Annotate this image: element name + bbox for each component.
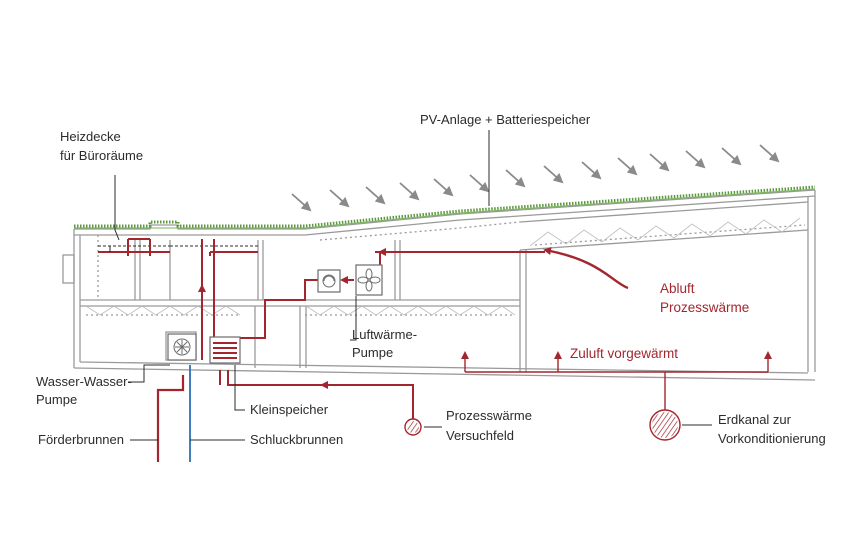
label-luftwaerme-line1: Luftwärme- — [352, 327, 417, 342]
label-pv-anlage: PV-Anlage + Batteriespeicher — [420, 112, 591, 127]
label-wasser-line1: Wasser-Wasser- — [36, 374, 132, 389]
small-storage-tank — [209, 336, 241, 364]
solar-radiation-arrows — [291, 144, 780, 212]
label-zuluft: Zuluft vorgewärmt — [570, 346, 678, 361]
earth-duct-icon — [649, 409, 681, 441]
process-heat-source-icon — [404, 418, 422, 436]
label-prozesswaerme-line2: Versuchfeld — [446, 428, 514, 443]
air-heat-pump — [317, 269, 341, 293]
label-foerderbrunnen: Förderbrunnen — [38, 432, 124, 447]
label-schluckbrunnen: Schluckbrunnen — [250, 432, 343, 447]
fan-unit — [355, 264, 383, 296]
label-heizdecke-line2: für Büroräume — [60, 148, 143, 163]
label-wasser-line2: Pumpe — [36, 392, 77, 407]
label-abluft-line1: Abluft — [660, 281, 695, 296]
label-erdkanal-line1: Erdkanal zur — [718, 412, 792, 427]
label-erdkanal-line2: Vorkonditionierung — [718, 431, 826, 446]
label-abluft-line2: Prozesswärme — [660, 300, 749, 315]
label-prozesswaerme-line1: Prozesswärme — [446, 408, 532, 423]
label-luftwaerme-line2: Pumpe — [352, 345, 393, 360]
leader-lines — [114, 130, 712, 441]
label-heizdecke-line1: Heizdecke — [60, 129, 121, 144]
heating-pipes — [98, 238, 772, 462]
water-heat-pump — [167, 333, 197, 361]
labels: Heizdecke für Büroräume PV-Anlage + Batt… — [36, 112, 826, 447]
green-roof — [74, 185, 816, 229]
label-kleinspeicher: Kleinspeicher — [250, 402, 329, 417]
